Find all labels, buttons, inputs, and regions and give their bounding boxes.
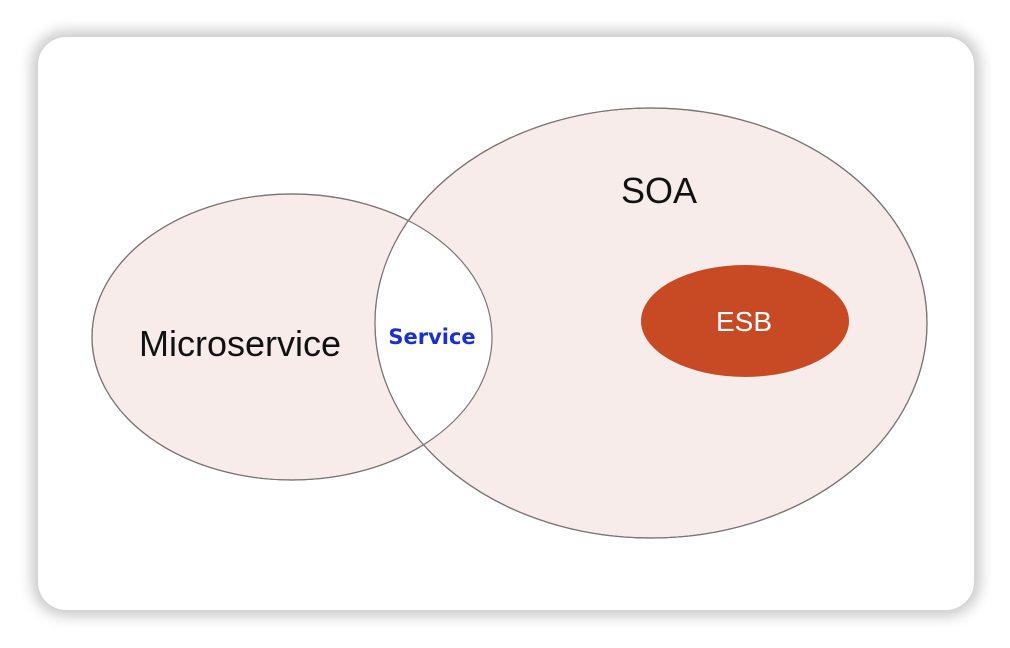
soa-label: SOA [621,170,697,211]
esb-label: ESB [716,306,772,337]
microservice-label: Microservice [139,323,341,364]
soa-outline [374,107,928,539]
esb-region [641,265,849,377]
service-label: Service [388,325,475,349]
microservice-outline [91,193,493,481]
